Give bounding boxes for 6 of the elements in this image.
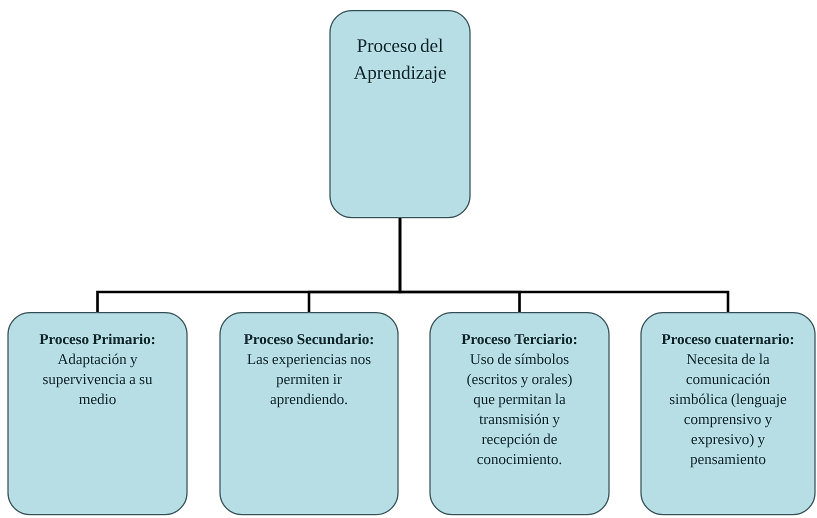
process-box: Proceso Terciario: Uso de símbolos (escritos y orales) que permitan la transmisión y recepción de conocimiento. [429, 312, 610, 516]
process-box: Proceso cuaternario: Necesita de la comunicación simbólica (lenguaje comprensivo y expresivo) y pensamiento [640, 312, 816, 516]
process-box: Proceso del Aprendizaje [329, 10, 471, 218]
connector-line [398, 218, 730, 312]
process-box: Proceso Primario: Adaptación y supervivencia a su medio [7, 312, 188, 516]
process-box: Proceso Secundario: Las experiencias nos permiten ir aprendiendo. [219, 312, 399, 516]
